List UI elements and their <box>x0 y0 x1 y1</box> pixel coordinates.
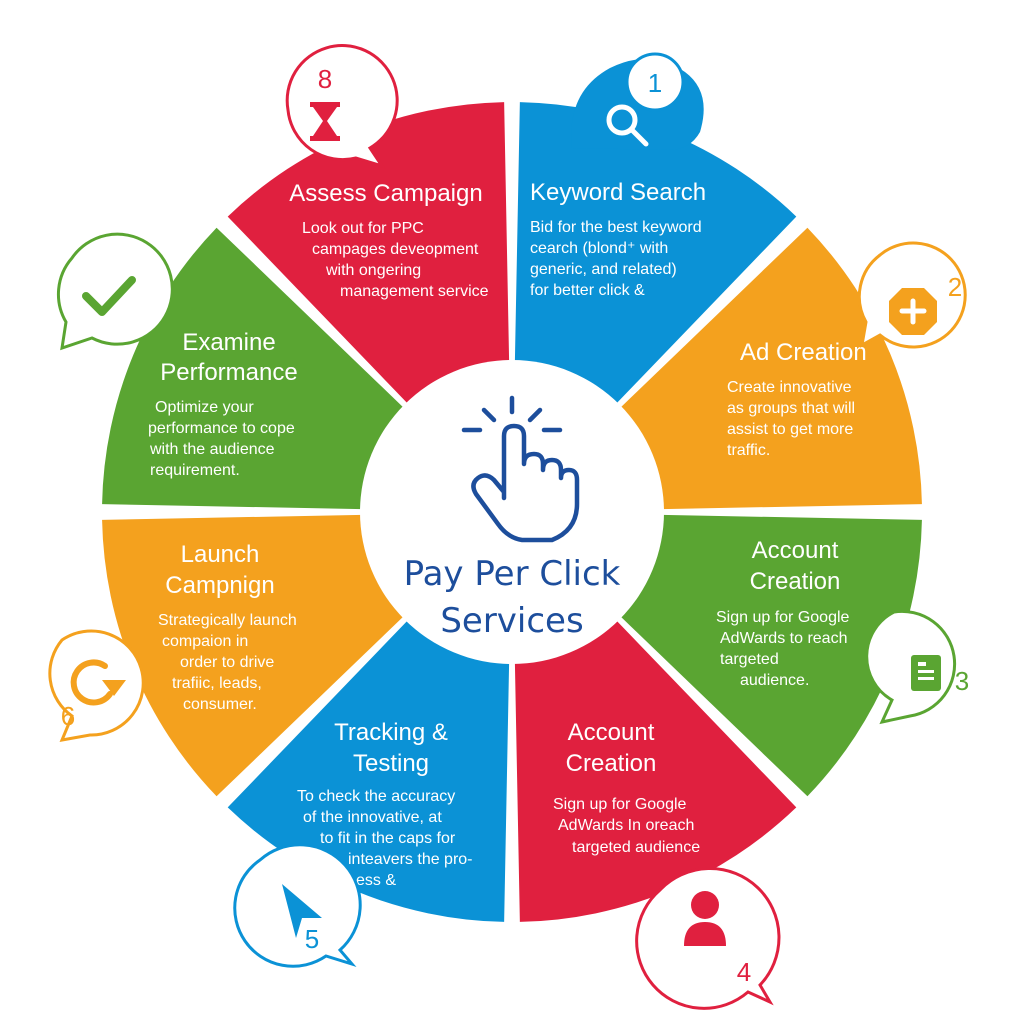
cursor-arrow-icon <box>282 884 322 938</box>
badge-number: 5 <box>305 924 319 954</box>
badge-number: 1 <box>648 68 662 98</box>
badge-ad-creation: 2 <box>857 241 967 349</box>
segment-text-line: as groups that will <box>727 400 855 417</box>
segment-text-line: performance to cope <box>148 420 295 437</box>
segment-text-line: generic, and related) <box>530 261 677 278</box>
badge-bubble <box>865 609 957 725</box>
segment-label-account-creation-green: Account Creation Sign up for Google AdWa… <box>716 537 850 689</box>
segment-title: Keyword Search <box>530 179 706 206</box>
ring-segment-keyword-search <box>514 102 797 404</box>
segment-title: Performance <box>160 359 297 386</box>
center-title-line1: Pay Per Click <box>404 554 621 594</box>
segment-text-line: to fit in the caps for <box>320 830 456 847</box>
plus-octagon-icon-cross <box>899 298 927 325</box>
ring-segment-ad-creation <box>620 227 922 510</box>
ring-segment-examine-performance <box>102 227 404 510</box>
segment-text-line: cess & <box>348 872 396 889</box>
badge-examine-performance <box>56 232 174 351</box>
segment-text-line: for better click & <box>530 282 645 299</box>
segment-title: Assess Campaign <box>289 180 482 207</box>
segment-title: Launch <box>181 541 260 568</box>
segment-text-line: requirement. <box>150 462 240 479</box>
segment-text-line: Create innovative <box>727 379 852 396</box>
refresh-arrow-head <box>102 680 126 696</box>
segment-text-line: Bid for the best keyword <box>530 219 702 236</box>
center-title-line2: Services <box>440 601 583 641</box>
magnifier-icon <box>606 104 649 147</box>
checkmark-icon <box>82 276 136 316</box>
badge-account-creation-red: 4 <box>635 867 781 1010</box>
segment-text-line: targeted audience <box>572 839 700 856</box>
segment-text-line: compaion in <box>162 633 248 650</box>
segment-label-launch-campaign: Launch Campnign Strategically launch com… <box>158 541 297 713</box>
segment-label-account-creation-red: Account Creation Sign up for Google AdWa… <box>553 719 700 856</box>
refresh-g-icon <box>70 659 113 706</box>
badge-launch-campaign: 6 <box>48 629 145 742</box>
badge-number: 3 <box>955 666 969 696</box>
segment-label-keyword-search: Keyword Search Bid for the best keyword … <box>530 179 706 299</box>
center-circle <box>360 360 664 664</box>
segment-title: Creation <box>750 568 841 595</box>
segment-text-line: Sign up for Google <box>716 609 850 626</box>
segment-text-line: AdWards In oreach <box>558 817 694 834</box>
segment-text-line: campages deveopment <box>312 241 479 258</box>
segment-text-line: with ongering <box>325 262 421 279</box>
badge-number: 4 <box>737 957 751 987</box>
segment-text-line: with the audience <box>149 441 275 458</box>
pointer-hand-click-icon <box>461 395 580 543</box>
badge-number: 8 <box>318 64 332 94</box>
badge-account-creation-green: 3 <box>865 609 969 725</box>
segment-text-line: targeted <box>720 651 779 668</box>
segment-text-line: AdWards to reach <box>720 630 847 647</box>
segment-title: Examine <box>182 329 275 356</box>
segment-text-line: traffic. <box>727 442 770 459</box>
segment-label-assess-campaign: Assess Campaign Look out for PPC campage… <box>289 180 488 300</box>
ring-segment-account-creation-green <box>620 514 922 797</box>
segment-text-line: of the innovative, at <box>303 809 442 826</box>
badge-tracking-testing: 5 <box>233 843 362 968</box>
user-icon <box>684 891 726 946</box>
badge-bubble <box>48 629 145 742</box>
badge-number: 6 <box>61 701 75 731</box>
hourglass-icon <box>310 102 340 141</box>
segment-label-examine-performance: Examine Performance Optimize your perfor… <box>148 329 298 479</box>
badge-bubble <box>56 232 174 351</box>
id-card-icon <box>911 655 941 691</box>
segment-title: Tracking & <box>334 719 448 746</box>
center-hub: Pay Per Click Services <box>360 360 664 664</box>
ring-segment-launch-campaign <box>102 514 404 797</box>
segment-title: Testing <box>353 750 429 777</box>
badge-keyword-search: 1 <box>571 52 704 151</box>
segment-text-line: consumer. <box>183 696 257 713</box>
segment-text-line: Optimize your <box>155 399 254 416</box>
segment-title: Ad Creation <box>740 339 867 366</box>
badge-assess-campaign: 8 <box>285 44 399 169</box>
badge-number-circle <box>625 52 685 112</box>
segment-title: Campnign <box>165 572 274 599</box>
badge-number: 2 <box>948 272 962 302</box>
segment-title: Account <box>752 537 839 564</box>
segment-title: Account <box>568 719 655 746</box>
segment-text-line: assist to get more <box>727 421 853 438</box>
ring-segment-assess-campaign <box>227 102 510 404</box>
segment-label-tracking-testing: Tracking & Testing To check the accuracy… <box>297 719 473 889</box>
segment-text-line: management service <box>340 283 489 300</box>
ring-segment-account-creation-red <box>514 620 797 922</box>
segment-text-line: audience. <box>740 672 809 689</box>
segment-text-line: inteavers the pro- <box>348 851 473 868</box>
segment-text-line: Look out for PPC <box>302 220 424 237</box>
segment-text-line: order to drive <box>180 654 274 671</box>
segment-text-line: cearch (blond⁺ with <box>530 240 668 257</box>
segment-text-line: Strategically launch <box>158 612 297 629</box>
segment-text-line: To check the accuracy <box>297 788 455 805</box>
segment-text-line: Sign up for Google <box>553 796 687 813</box>
segment-text-line: trafiic, leads, <box>172 675 262 692</box>
segment-label-ad-creation: Ad Creation Create innovative as groups … <box>727 339 867 459</box>
segment-title: Creation <box>566 750 657 777</box>
